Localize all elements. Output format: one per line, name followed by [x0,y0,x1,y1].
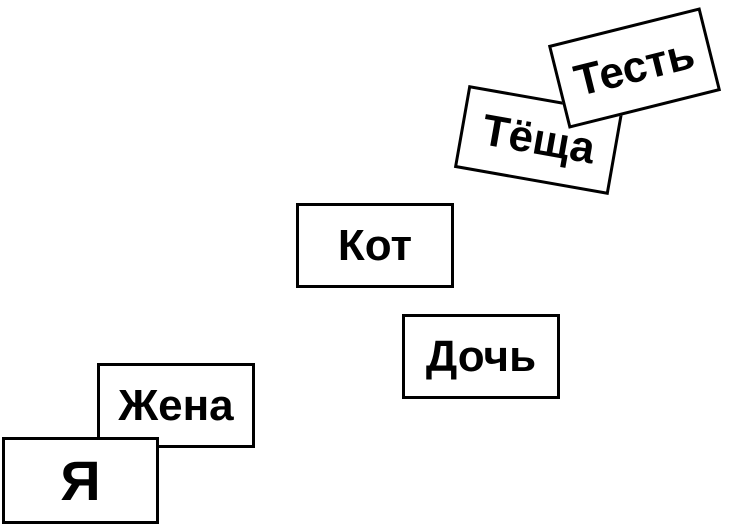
card-test: Тесть [547,7,722,129]
card-doch: Дочь [402,314,560,399]
card-doch-label: Дочь [425,331,537,381]
card-kot-label: Кот [337,220,413,270]
card-zhena-label: Жена [118,380,234,430]
card-zhena: Жена [97,363,255,448]
card-ya-label: Я [60,449,101,512]
card-kot: Кот [296,203,454,288]
card-test-label: Тесть [569,29,700,107]
card-ya: Я [2,437,159,524]
